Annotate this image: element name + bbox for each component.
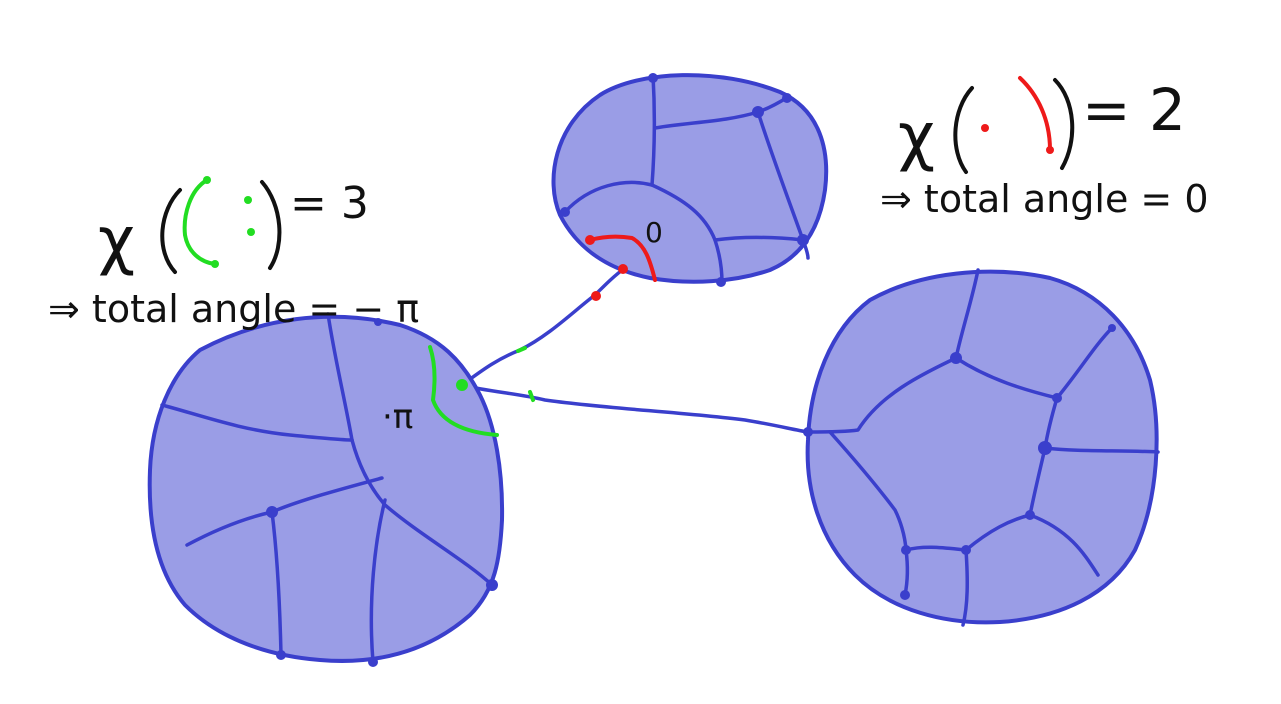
- disk-left-vertex: [374, 318, 382, 326]
- disk-right-edge: [1055, 326, 1114, 400]
- red-edge-mark: [591, 291, 601, 301]
- green-sketch-dot: [211, 260, 219, 268]
- angle-zero-label: 0: [645, 216, 663, 249]
- chi-symbol: χ: [98, 204, 135, 278]
- disk-right-edge: [1043, 446, 1160, 454]
- disk-right-outline: [805, 269, 1159, 625]
- chi-value: = 2: [1082, 76, 1186, 144]
- disk-top-outline: [551, 73, 829, 284]
- disk-top-edge: [563, 180, 724, 285]
- disk-right-edge: [954, 356, 1059, 400]
- disk-right-vertex: [901, 545, 911, 555]
- disk-top-edge: [653, 110, 760, 130]
- edge-left-to-top: [460, 266, 627, 387]
- red-vertex: [585, 235, 595, 245]
- disk-top-vertex: [782, 93, 792, 103]
- green-edge-mark: [528, 390, 535, 402]
- green-total-angle: ⇒ total angle = − π: [48, 287, 419, 331]
- disk-right-edge: [961, 548, 969, 627]
- red-angle-arc: [588, 234, 657, 282]
- green-edge-mark: [516, 346, 527, 353]
- formula-red: χ = 2 ⇒ total angle = 0: [880, 76, 1209, 221]
- disk-right-vertex: [1038, 441, 1052, 455]
- chi-symbol: χ: [898, 100, 935, 174]
- open-paren: [160, 188, 182, 274]
- red-sketch-dot: [981, 124, 989, 132]
- disk-top-edge: [713, 235, 805, 242]
- angle-pi-label: ·π: [382, 397, 413, 437]
- green-sketch-dot: [247, 228, 255, 236]
- disk-right-vertex: [1052, 393, 1062, 403]
- green-highlight: [428, 345, 535, 437]
- disk-top-edge: [756, 110, 805, 242]
- disk-top-vertex: [752, 106, 764, 118]
- disk-top-vertex: [560, 207, 570, 217]
- red-sketch-dot: [1046, 146, 1054, 154]
- red-total-angle: ⇒ total angle = 0: [880, 177, 1209, 221]
- disk-right-vertex: [1108, 324, 1116, 332]
- disk-right-edge: [954, 268, 980, 360]
- disk-left-edge: [326, 312, 354, 442]
- open-paren: [953, 86, 974, 174]
- close-paren: [260, 180, 282, 270]
- edge-left-to-right: [460, 383, 810, 434]
- connecting-edges: [460, 266, 810, 434]
- disk-left-edge: [369, 498, 387, 664]
- disk-left-vertex: [276, 650, 286, 660]
- green-sketch-dot: [244, 196, 252, 204]
- disk-right-edge: [964, 513, 1032, 552]
- disk-top-vertex: [716, 277, 726, 287]
- green-bracket-sketch: [182, 178, 217, 266]
- disk-left-edge: [160, 403, 354, 442]
- green-angle-arc: [428, 345, 499, 437]
- red-highlight: [585, 234, 657, 301]
- disk-top-vertex: [797, 234, 809, 246]
- disk-left-vertex: [486, 579, 498, 591]
- disk-right-vertex: [961, 545, 971, 555]
- disk-left: [147, 312, 505, 667]
- disk-left-edge: [270, 510, 283, 657]
- red-edge-mark: [618, 264, 628, 274]
- disk-right-vertex: [900, 590, 910, 600]
- disk-right-edge: [806, 356, 958, 434]
- close-paren: [1053, 78, 1075, 170]
- disk-top: [551, 73, 829, 287]
- disk-right-edge: [828, 430, 908, 552]
- chi-value: = 3: [290, 178, 369, 229]
- disk-left-edge: [350, 438, 494, 587]
- disk-top-vertex: [648, 73, 658, 83]
- formula-green: χ = 3 ⇒ total angle = − π: [48, 176, 419, 331]
- red-arc-sketch: [1018, 76, 1052, 152]
- disk-left-vertex: [368, 657, 378, 667]
- green-sketch-dot: [203, 176, 211, 184]
- disk-right-vertex: [803, 427, 813, 437]
- disk-right-vertex: [1025, 510, 1035, 520]
- green-center-vertex: [456, 379, 468, 391]
- disk-right: [803, 268, 1160, 627]
- disk-left-vertex: [266, 506, 278, 518]
- disk-right-vertex: [950, 352, 962, 364]
- disk-left-outline: [147, 314, 505, 663]
